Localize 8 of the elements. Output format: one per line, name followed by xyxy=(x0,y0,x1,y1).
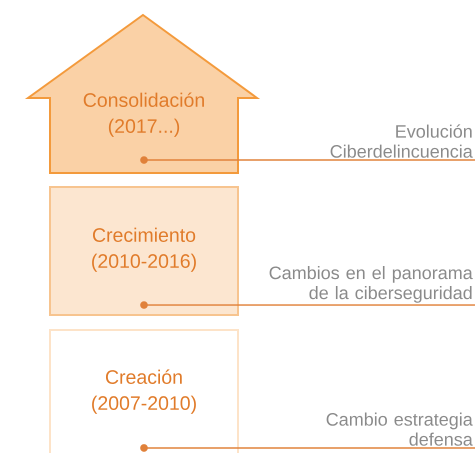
leader-text: Cambio estrategia defensa xyxy=(326,412,473,446)
leader-line xyxy=(140,444,475,452)
leader-line xyxy=(140,301,475,309)
stage-box: Creación (2007-2010) xyxy=(49,329,239,453)
leader-text: Cambios en el panorama de la ciberseguridad xyxy=(270,266,473,303)
stage-box: Crecimiento (2010-2016) xyxy=(49,186,239,316)
leader-text: Evolución Ciberdelincuencia xyxy=(330,124,473,158)
leader-line xyxy=(140,156,475,164)
